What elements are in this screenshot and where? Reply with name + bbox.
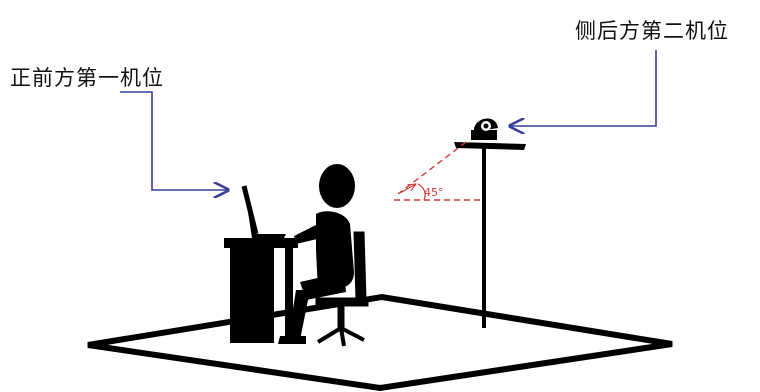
rear-camera-pointer-arrow	[510, 50, 657, 126]
ptz-camera-icon	[471, 118, 498, 140]
rear-camera-stand	[454, 142, 526, 328]
angle-label: 45°	[424, 186, 444, 199]
front-camera-label: 正前方第一机位	[10, 66, 164, 90]
front-camera-pointer-arrow	[120, 91, 228, 190]
angle-indicator: 45°	[394, 141, 484, 201]
rear-side-camera-label: 侧后方第二机位	[575, 19, 729, 43]
laptop-icon	[241, 185, 286, 238]
floor-area-outline	[87, 293, 673, 392]
office-chair-icon	[315, 231, 369, 347]
desk	[224, 238, 298, 343]
seated-person-icon	[278, 164, 355, 344]
